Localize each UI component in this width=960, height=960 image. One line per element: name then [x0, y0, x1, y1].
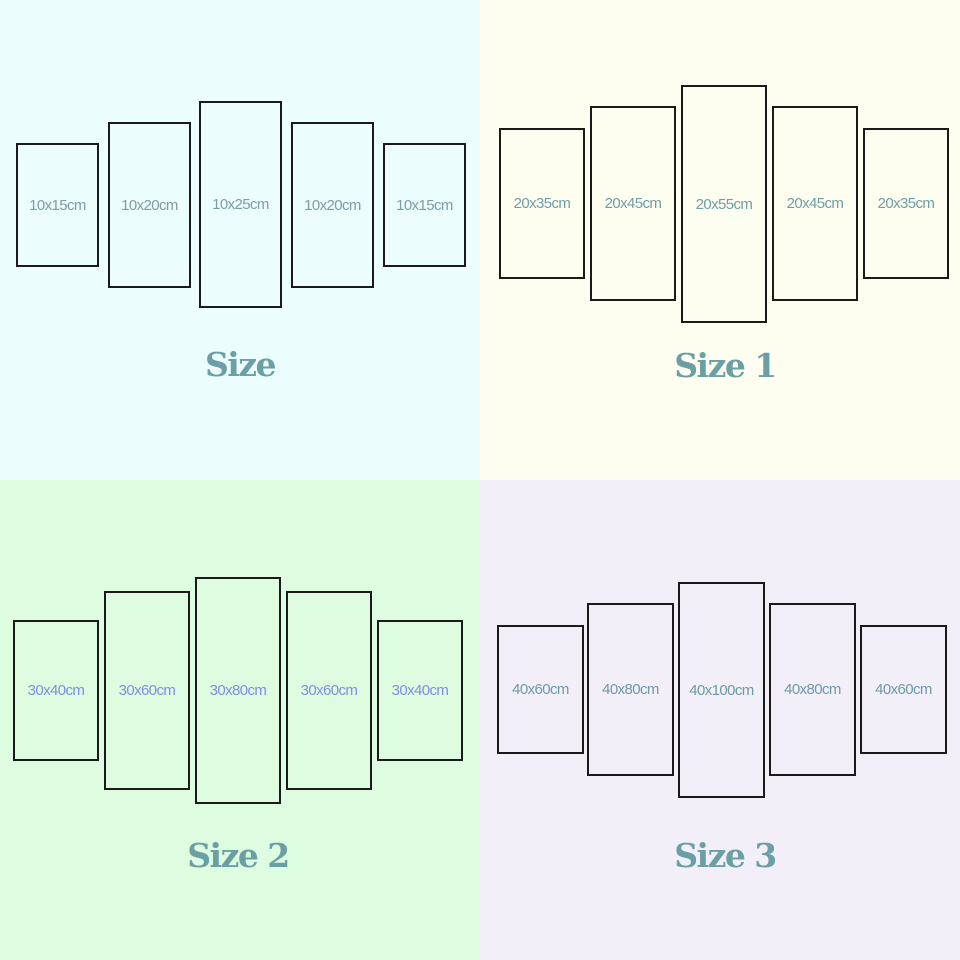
canvas-panel: 10x20cm	[291, 122, 374, 288]
panel-size-label: 10x25cm	[212, 196, 269, 213]
canvas-panel: 10x20cm	[108, 122, 191, 288]
panel-size-label: 10x15cm	[396, 196, 453, 214]
size-quadrant-2: 30x40cm 30x60cm 30x80cm 30x60cm 30x40cm …	[0, 480, 480, 960]
size-quadrant-1: 20x35cm 20x45cm 20x55cm 20x45cm 20x35cm …	[480, 0, 960, 480]
panel-size-label: 20x45cm	[786, 195, 844, 212]
canvas-panel: 40x60cm	[860, 625, 947, 754]
canvas-panel: 40x60cm	[497, 625, 584, 754]
panel-size-label: 20x35cm	[513, 195, 571, 212]
panel-size-label: 10x20cm	[304, 196, 361, 214]
canvas-panel: 30x60cm	[286, 591, 372, 790]
panel-size-label: 40x80cm	[784, 681, 841, 698]
size-option-title: Size 1	[674, 346, 777, 385]
panel-size-label: 40x100cm	[689, 681, 754, 699]
canvas-panel: 40x80cm	[587, 603, 674, 776]
canvas-panel: 40x100cm	[678, 582, 765, 798]
panel-size-label: 30x40cm	[27, 682, 85, 699]
canvas-panel: 20x35cm	[863, 128, 949, 279]
panel-size-label: 40x80cm	[602, 681, 659, 698]
canvas-panel: 10x15cm	[16, 143, 99, 267]
size-option-title: Size 2	[187, 836, 290, 875]
panel-size-label: 30x60cm	[118, 682, 176, 699]
canvas-panel: 40x80cm	[769, 603, 856, 776]
panel-size-label: 30x80cm	[209, 682, 267, 699]
panel-size-label: 30x60cm	[300, 682, 358, 699]
panel-size-label: 20x45cm	[604, 195, 662, 212]
canvas-panel: 10x15cm	[383, 143, 466, 267]
size-quadrant-0: 10x15cm 10x20cm 10x25cm 10x20cm 10x15cm …	[0, 0, 480, 480]
canvas-panel: 30x40cm	[377, 620, 463, 761]
canvas-panel: 30x40cm	[13, 620, 99, 761]
panel-size-label: 10x15cm	[29, 196, 86, 214]
panel-size-label: 40x60cm	[875, 681, 932, 698]
panel-size-label: 40x60cm	[512, 681, 569, 698]
canvas-panel: 20x45cm	[772, 106, 858, 301]
canvas-panel: 30x80cm	[195, 577, 281, 804]
panel-size-label: 20x55cm	[695, 195, 753, 213]
canvas-panel: 20x55cm	[681, 85, 767, 323]
canvas-panel: 20x45cm	[590, 106, 676, 301]
size-quadrant-3: 40x60cm 40x80cm 40x100cm 40x80cm 40x60cm…	[480, 480, 960, 960]
size-option-title: Size 3	[674, 836, 777, 875]
canvas-panel: 10x25cm	[199, 101, 282, 308]
panel-size-label: 10x20cm	[121, 196, 178, 214]
panel-size-label: 20x35cm	[877, 195, 935, 212]
canvas-panel: 20x35cm	[499, 128, 585, 279]
size-option-title: Size	[204, 345, 277, 384]
canvas-panel: 30x60cm	[104, 591, 190, 790]
panel-size-label: 30x40cm	[391, 682, 449, 699]
